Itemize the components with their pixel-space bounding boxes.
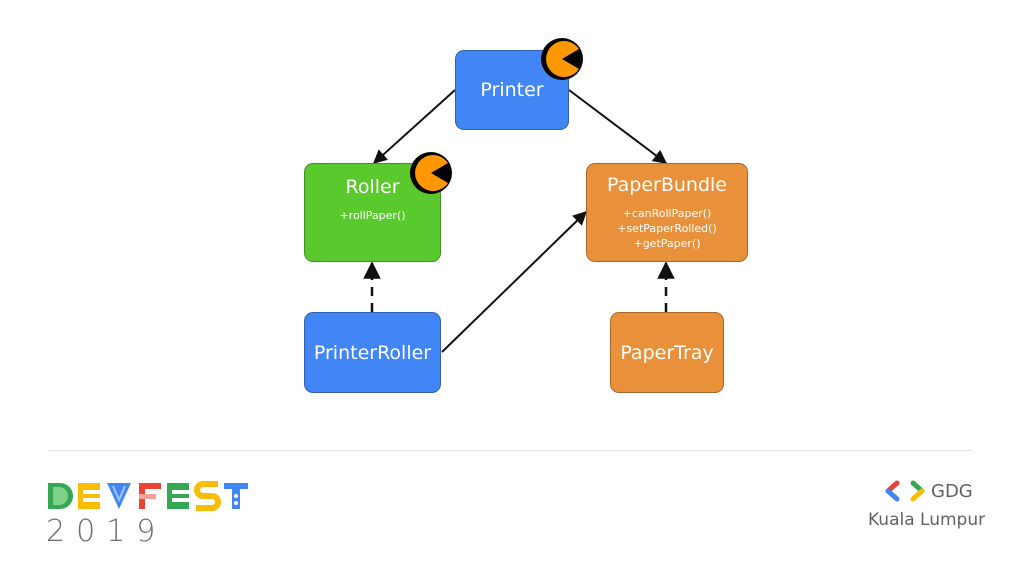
- node-paperbundle: PaperBundle +canRollPaper() +setPaperRol…: [586, 163, 748, 262]
- node-title: PrinterRoller: [313, 341, 432, 364]
- event-year: 2019: [46, 514, 167, 549]
- node-title: Roller: [345, 176, 400, 198]
- edge-printer-to-paperbundle: [568, 89, 668, 164]
- footer-divider: [48, 450, 972, 451]
- node-printerroller: PrinterRoller: [304, 312, 441, 393]
- node-methods: +canRollPaper() +setPaperRolled() +getPa…: [617, 206, 717, 251]
- edge-printer-to-roller: [372, 89, 456, 164]
- node-title: PaperTray: [620, 341, 714, 364]
- node-title: Printer: [480, 79, 544, 101]
- method-can-roll-paper: +canRollPaper(): [622, 207, 712, 220]
- pacman-icon: [410, 152, 452, 194]
- method-get-paper: +getPaper(): [633, 237, 701, 250]
- org-city: Kuala Lumpur: [868, 510, 986, 530]
- node-papertray: PaperTray: [610, 312, 724, 393]
- method-roll-paper: +rollPaper(): [339, 209, 406, 222]
- node-methods: +rollPaper(): [339, 208, 405, 223]
- pacman-icon: [541, 38, 583, 80]
- node-title: PaperBundle: [607, 174, 727, 196]
- node-printer: Printer: [455, 50, 569, 130]
- devfest-logo: [48, 481, 248, 511]
- gdg-logo-icon: [885, 480, 925, 502]
- org-name: GDG: [931, 481, 973, 502]
- method-set-paper-rolled: +setPaperRolled(): [617, 222, 717, 235]
- edge-printerroller-to-paperbundle: [441, 211, 588, 353]
